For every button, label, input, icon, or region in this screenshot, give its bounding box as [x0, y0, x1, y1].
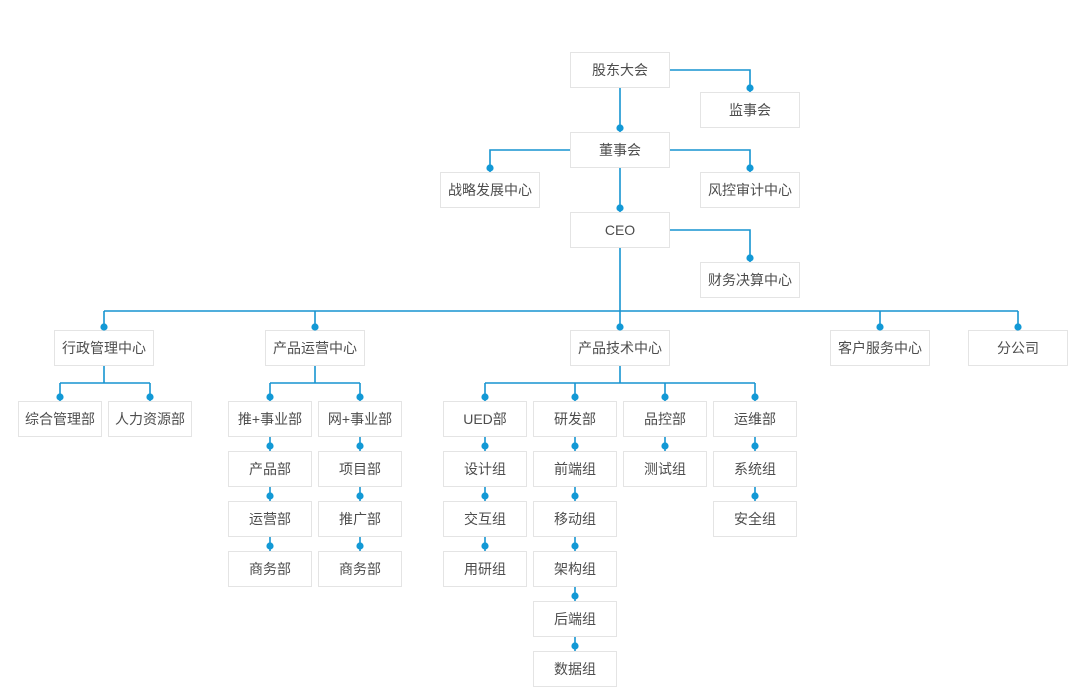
org-node-product-dept: 产品部: [228, 451, 312, 487]
org-node-product-ops-center: 产品运营中心: [265, 330, 365, 366]
org-node-design-group: 设计组: [443, 451, 527, 487]
org-node-product-tech-center: 产品技术中心: [570, 330, 670, 366]
org-node-backend-group: 后端组: [533, 601, 617, 637]
org-node-customer-service-center: 客户服务中心: [830, 330, 930, 366]
org-node-supervisory: 监事会: [700, 92, 800, 128]
org-node-security-group: 安全组: [713, 501, 797, 537]
org-node-business-dept-tui: 商务部: [228, 551, 312, 587]
org-node-testing-group: 测试组: [623, 451, 707, 487]
org-node-branch-company: 分公司: [968, 330, 1068, 366]
org-node-architecture-group: 架构组: [533, 551, 617, 587]
org-node-strategy-center: 战略发展中心: [440, 172, 540, 208]
org-node-ceo: CEO: [570, 212, 670, 248]
org-node-admin-center: 行政管理中心: [54, 330, 154, 366]
org-node-operation-dept: 运营部: [228, 501, 312, 537]
org-node-board: 董事会: [570, 132, 670, 168]
org-node-om-dept: 运维部: [713, 401, 797, 437]
org-node-project-dept: 项目部: [318, 451, 402, 487]
org-node-data-group: 数据组: [533, 651, 617, 687]
org-node-promotion-dept: 推广部: [318, 501, 402, 537]
org-node-system-group: 系统组: [713, 451, 797, 487]
org-node-hr-dept: 人力资源部: [108, 401, 192, 437]
org-node-frontend-group: 前端组: [533, 451, 617, 487]
org-node-general-mgmt-dept: 综合管理部: [18, 401, 102, 437]
org-node-qc-dept: 品控部: [623, 401, 707, 437]
org-node-tui-division: 推+事业部: [228, 401, 312, 437]
org-node-user-research-group: 用研组: [443, 551, 527, 587]
org-node-ued-dept: UED部: [443, 401, 527, 437]
org-node-mobile-group: 移动组: [533, 501, 617, 537]
org-node-finance-center: 财务决算中心: [700, 262, 800, 298]
org-node-interaction-group: 交互组: [443, 501, 527, 537]
org-node-wang-division: 网+事业部: [318, 401, 402, 437]
org-node-shareholders: 股东大会: [570, 52, 670, 88]
org-node-rd-dept: 研发部: [533, 401, 617, 437]
org-node-risk-audit-center: 风控审计中心: [700, 172, 800, 208]
org-node-business-dept-wang: 商务部: [318, 551, 402, 587]
